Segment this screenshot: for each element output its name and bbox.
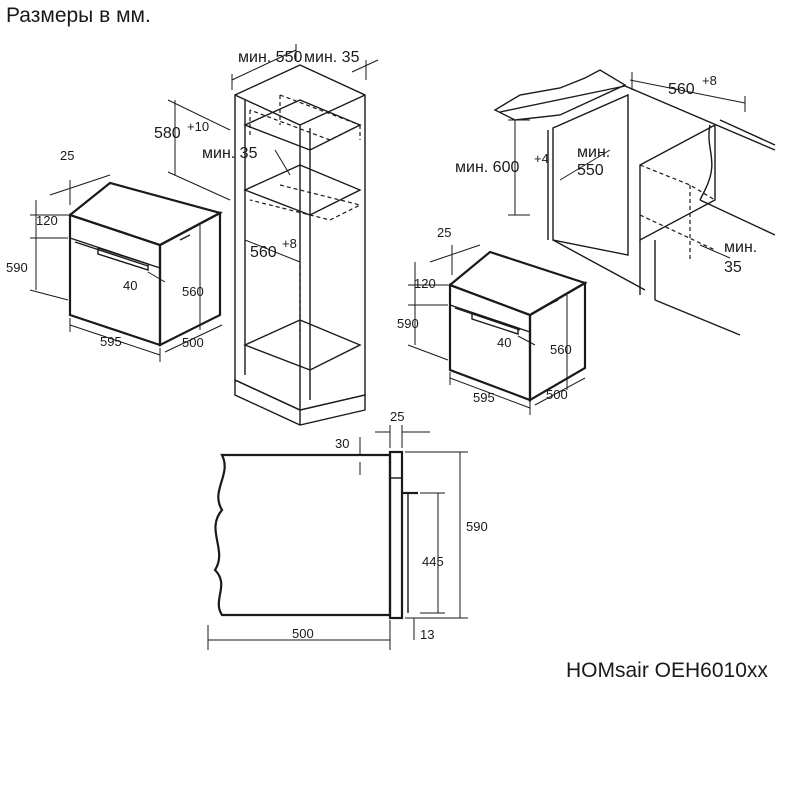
under-width-min-label: мин. [577,144,610,161]
oven-left-panel-offset: 25 [60,148,74,163]
tall-gap-min: мин. 35 [304,49,360,66]
oven-right-panel-height: 120 [414,276,436,291]
oven-right-depth: 500 [546,387,568,402]
tall-niche-depth-tol: +8 [282,236,297,251]
oven-left-body-height: 560 [182,284,204,299]
side-total-height: 590 [466,519,488,534]
side-view-diagram [207,425,468,650]
under-width-min-value: 550 [577,162,604,179]
oven-right-body-height: 560 [550,342,572,357]
undercounter-diagram [493,69,776,336]
tall-niche-height-tol: +10 [187,119,209,134]
oven-left-panel-height: 120 [36,213,58,228]
oven-left-height: 590 [6,260,28,275]
side-bottom-offset: 13 [420,627,434,642]
tall-cabinet-diagram [167,44,379,426]
oven-left-handle: 40 [123,278,137,293]
tall-niche-height: 580 [154,125,181,142]
tall-niche-depth: 560 [250,244,277,261]
side-top-offset: 30 [335,436,349,451]
page-title: Размеры в мм. [6,4,151,27]
tall-width-min: мин. 550 [238,49,302,66]
oven-right-height: 590 [397,316,419,331]
oven-left-diagram [29,174,223,362]
under-niche-depth-tol: +8 [702,73,717,88]
under-niche-height-tol: +4 [534,151,549,166]
oven-left-width: 595 [100,334,122,349]
under-gap-min-label: мин. [724,239,757,256]
model-label: HOMsair OEH6010xx [566,659,768,682]
tall-vent-min: мин. 35 [202,145,258,162]
under-niche-depth: 560 [668,81,695,98]
under-gap-min-value: 35 [724,259,742,276]
oven-right-handle: 40 [497,335,511,350]
side-depth: 500 [292,626,314,641]
oven-right-diagram [407,244,588,415]
side-body-height: 445 [422,554,444,569]
under-niche-height: мин. 600 [455,159,519,176]
oven-right-panel-offset: 25 [437,225,451,240]
oven-right-width: 595 [473,390,495,405]
oven-left-depth: 500 [182,335,204,350]
side-front-thickness: 25 [390,409,404,424]
